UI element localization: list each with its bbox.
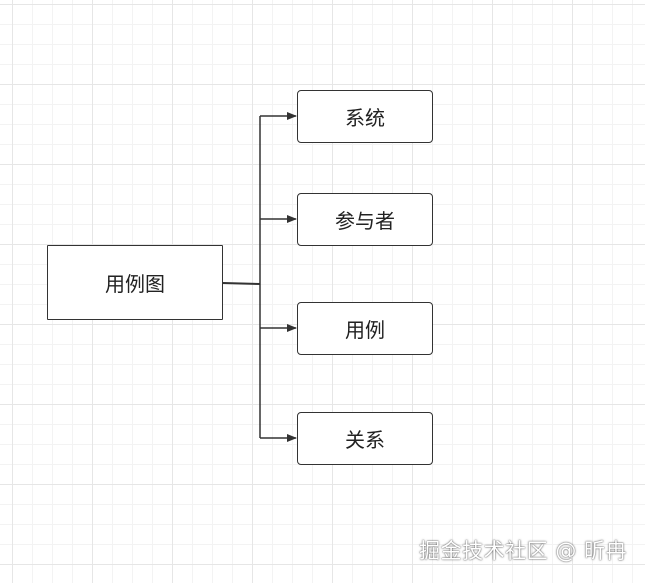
child-node-label: 关系 — [345, 428, 385, 452]
connector-root-trunk — [222, 282, 261, 285]
child-node-use-case[interactable]: 用例 — [297, 302, 433, 355]
child-node-system[interactable]: 系统 — [297, 90, 433, 143]
root-node-use-case-diagram[interactable]: 用例图 — [47, 245, 223, 320]
watermark-text: 掘金技术社区 @ 昕冉 — [419, 539, 627, 563]
child-node-actor[interactable]: 参与者 — [297, 193, 433, 246]
child-node-label: 参与者 — [335, 209, 395, 233]
root-node-label: 用例图 — [105, 272, 165, 296]
child-node-label: 系统 — [345, 106, 385, 130]
child-node-relation[interactable]: 关系 — [297, 412, 433, 465]
child-node-label: 用例 — [345, 318, 385, 342]
